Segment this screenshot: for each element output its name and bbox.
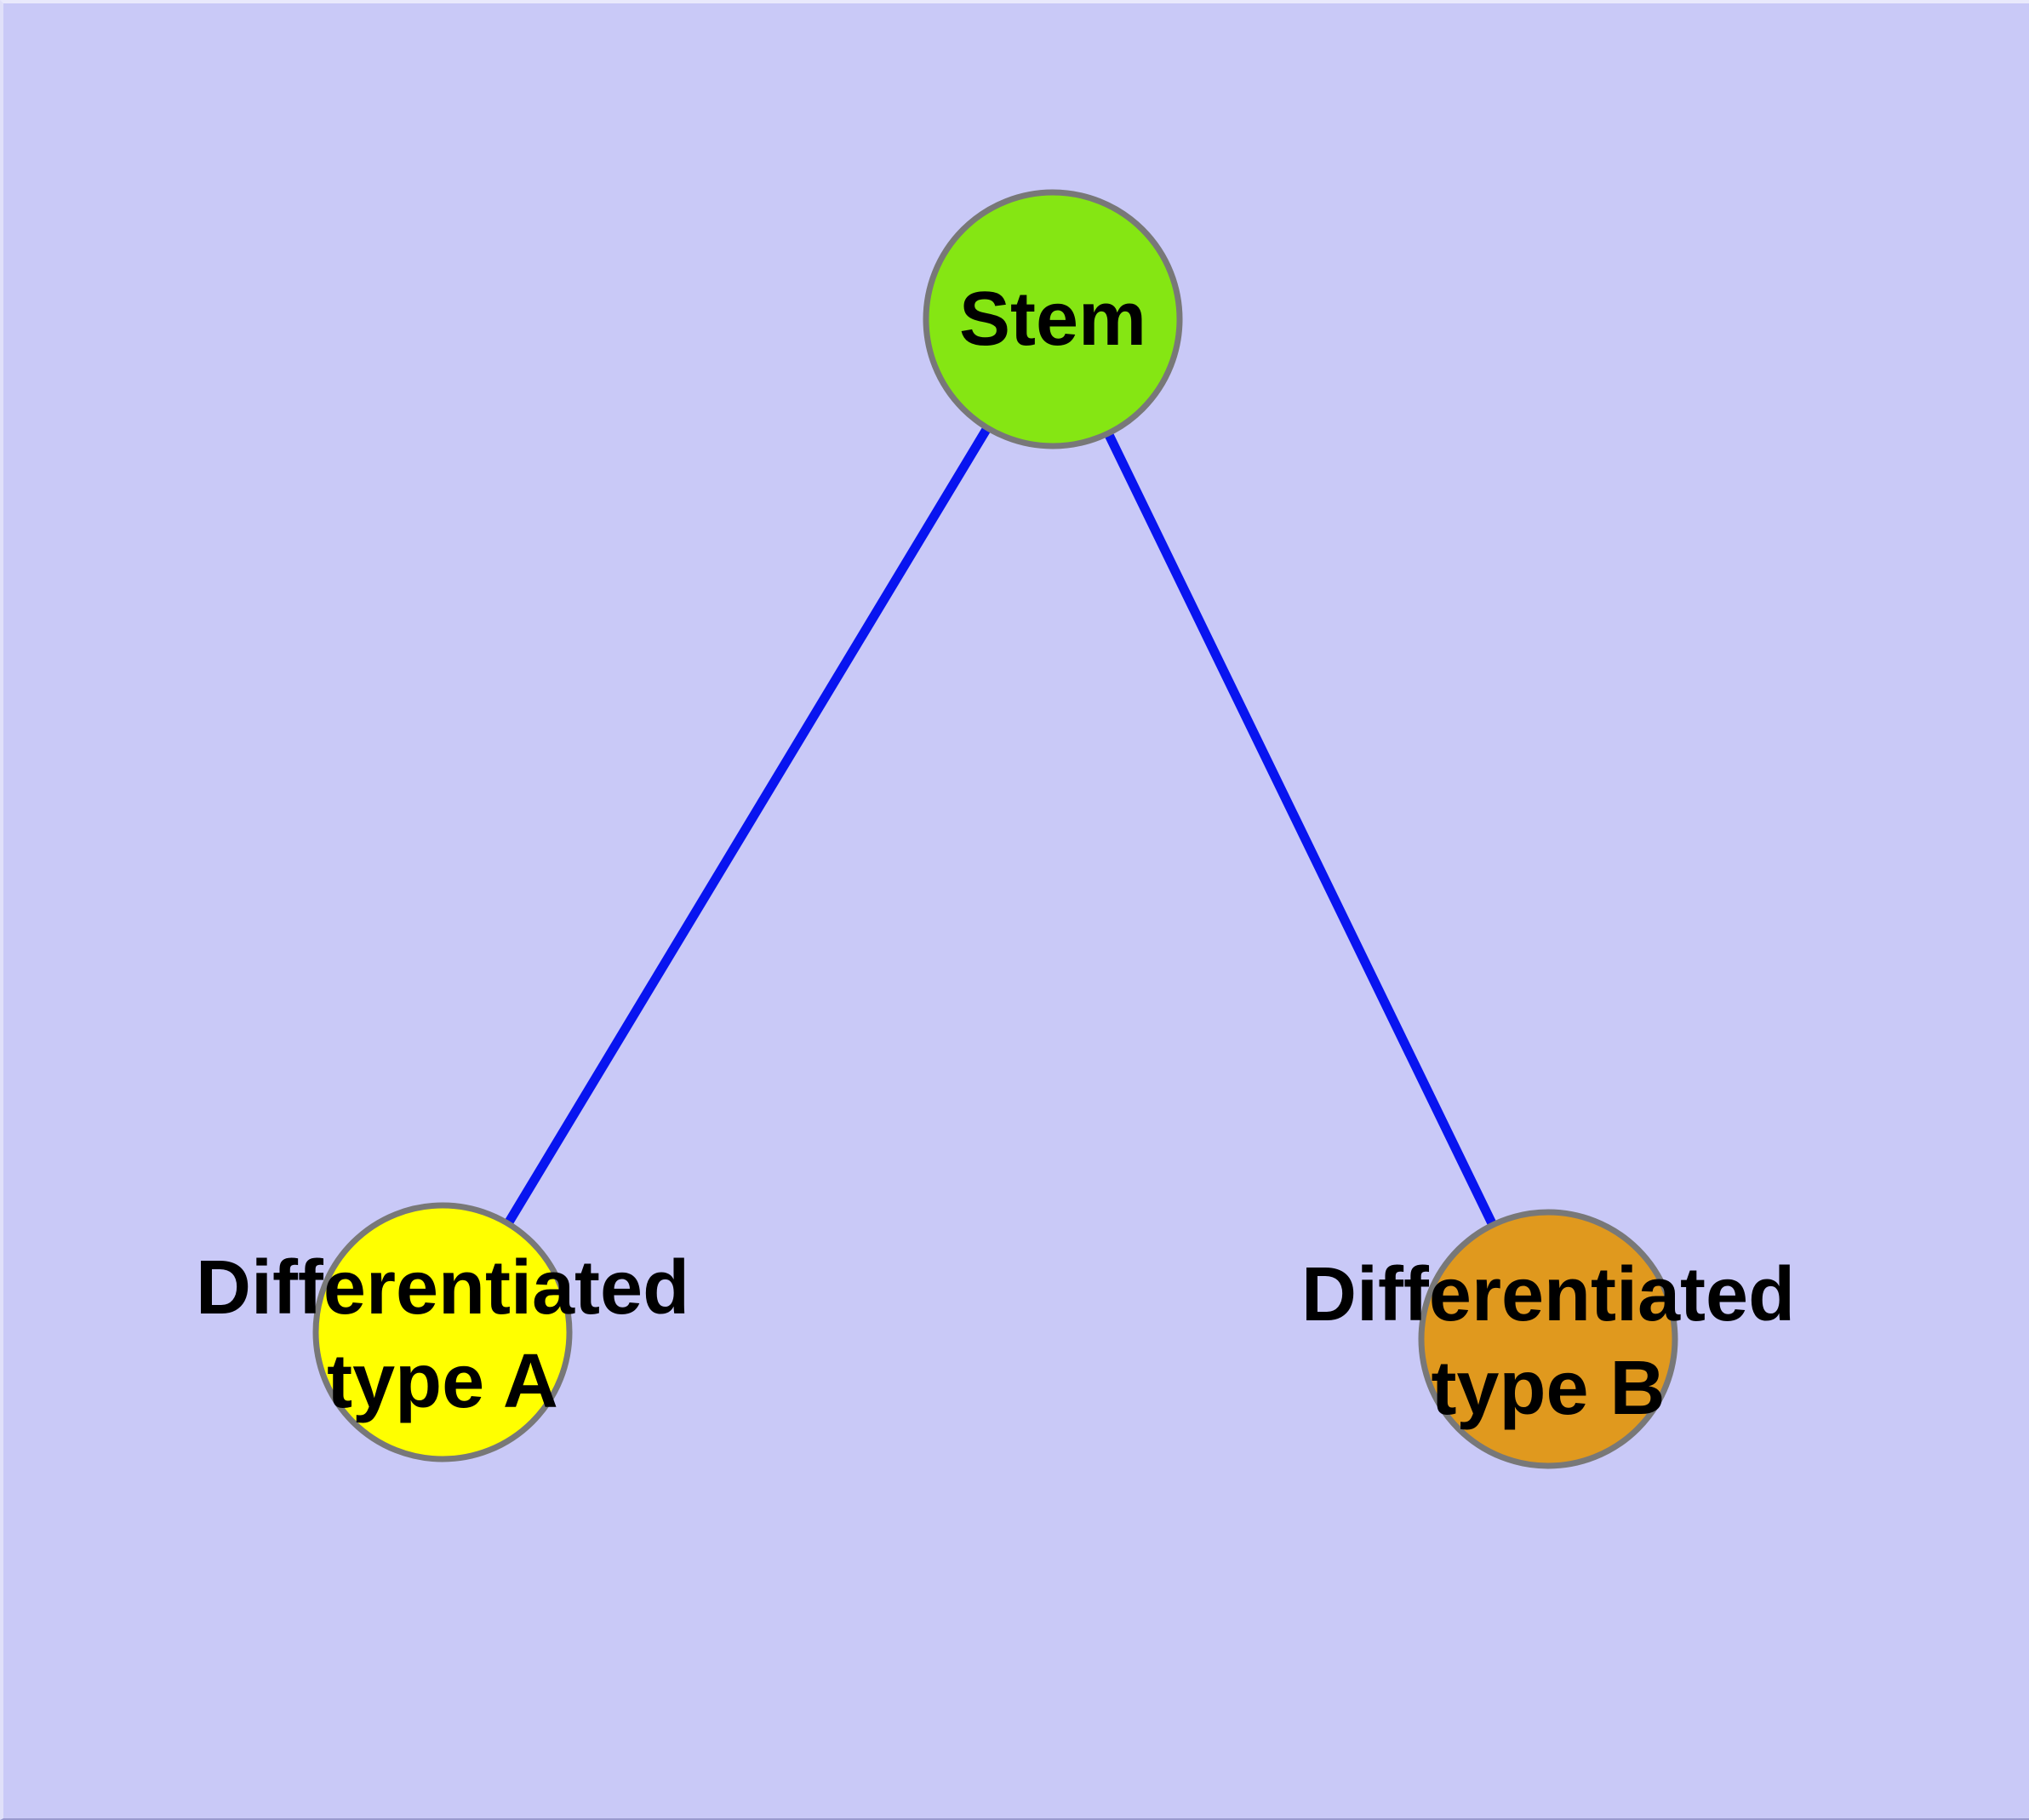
node-type-a-label-line1: Differentiated <box>195 1245 690 1331</box>
node-type-a-circle[interactable] <box>312 1202 573 1462</box>
node-stem-circle[interactable] <box>923 189 1183 449</box>
node-type-a-label-line2: type A <box>327 1339 558 1424</box>
node-type-a-label: Differentiated type A <box>196 1241 689 1428</box>
node-type-b-label-line2: type B <box>1431 1346 1666 1431</box>
node-stem-label: Stem <box>959 272 1146 366</box>
node-type-b-circle[interactable] <box>1418 1209 1678 1469</box>
edge-stem-to-type-a <box>438 317 1057 1335</box>
edge-stem-to-type-b <box>1049 317 1552 1342</box>
node-type-b-label: Differentiated type B <box>1301 1248 1795 1435</box>
node-type-b-label-line1: Differentiated <box>1300 1252 1796 1337</box>
node-stem-label-text: Stem <box>958 277 1147 362</box>
